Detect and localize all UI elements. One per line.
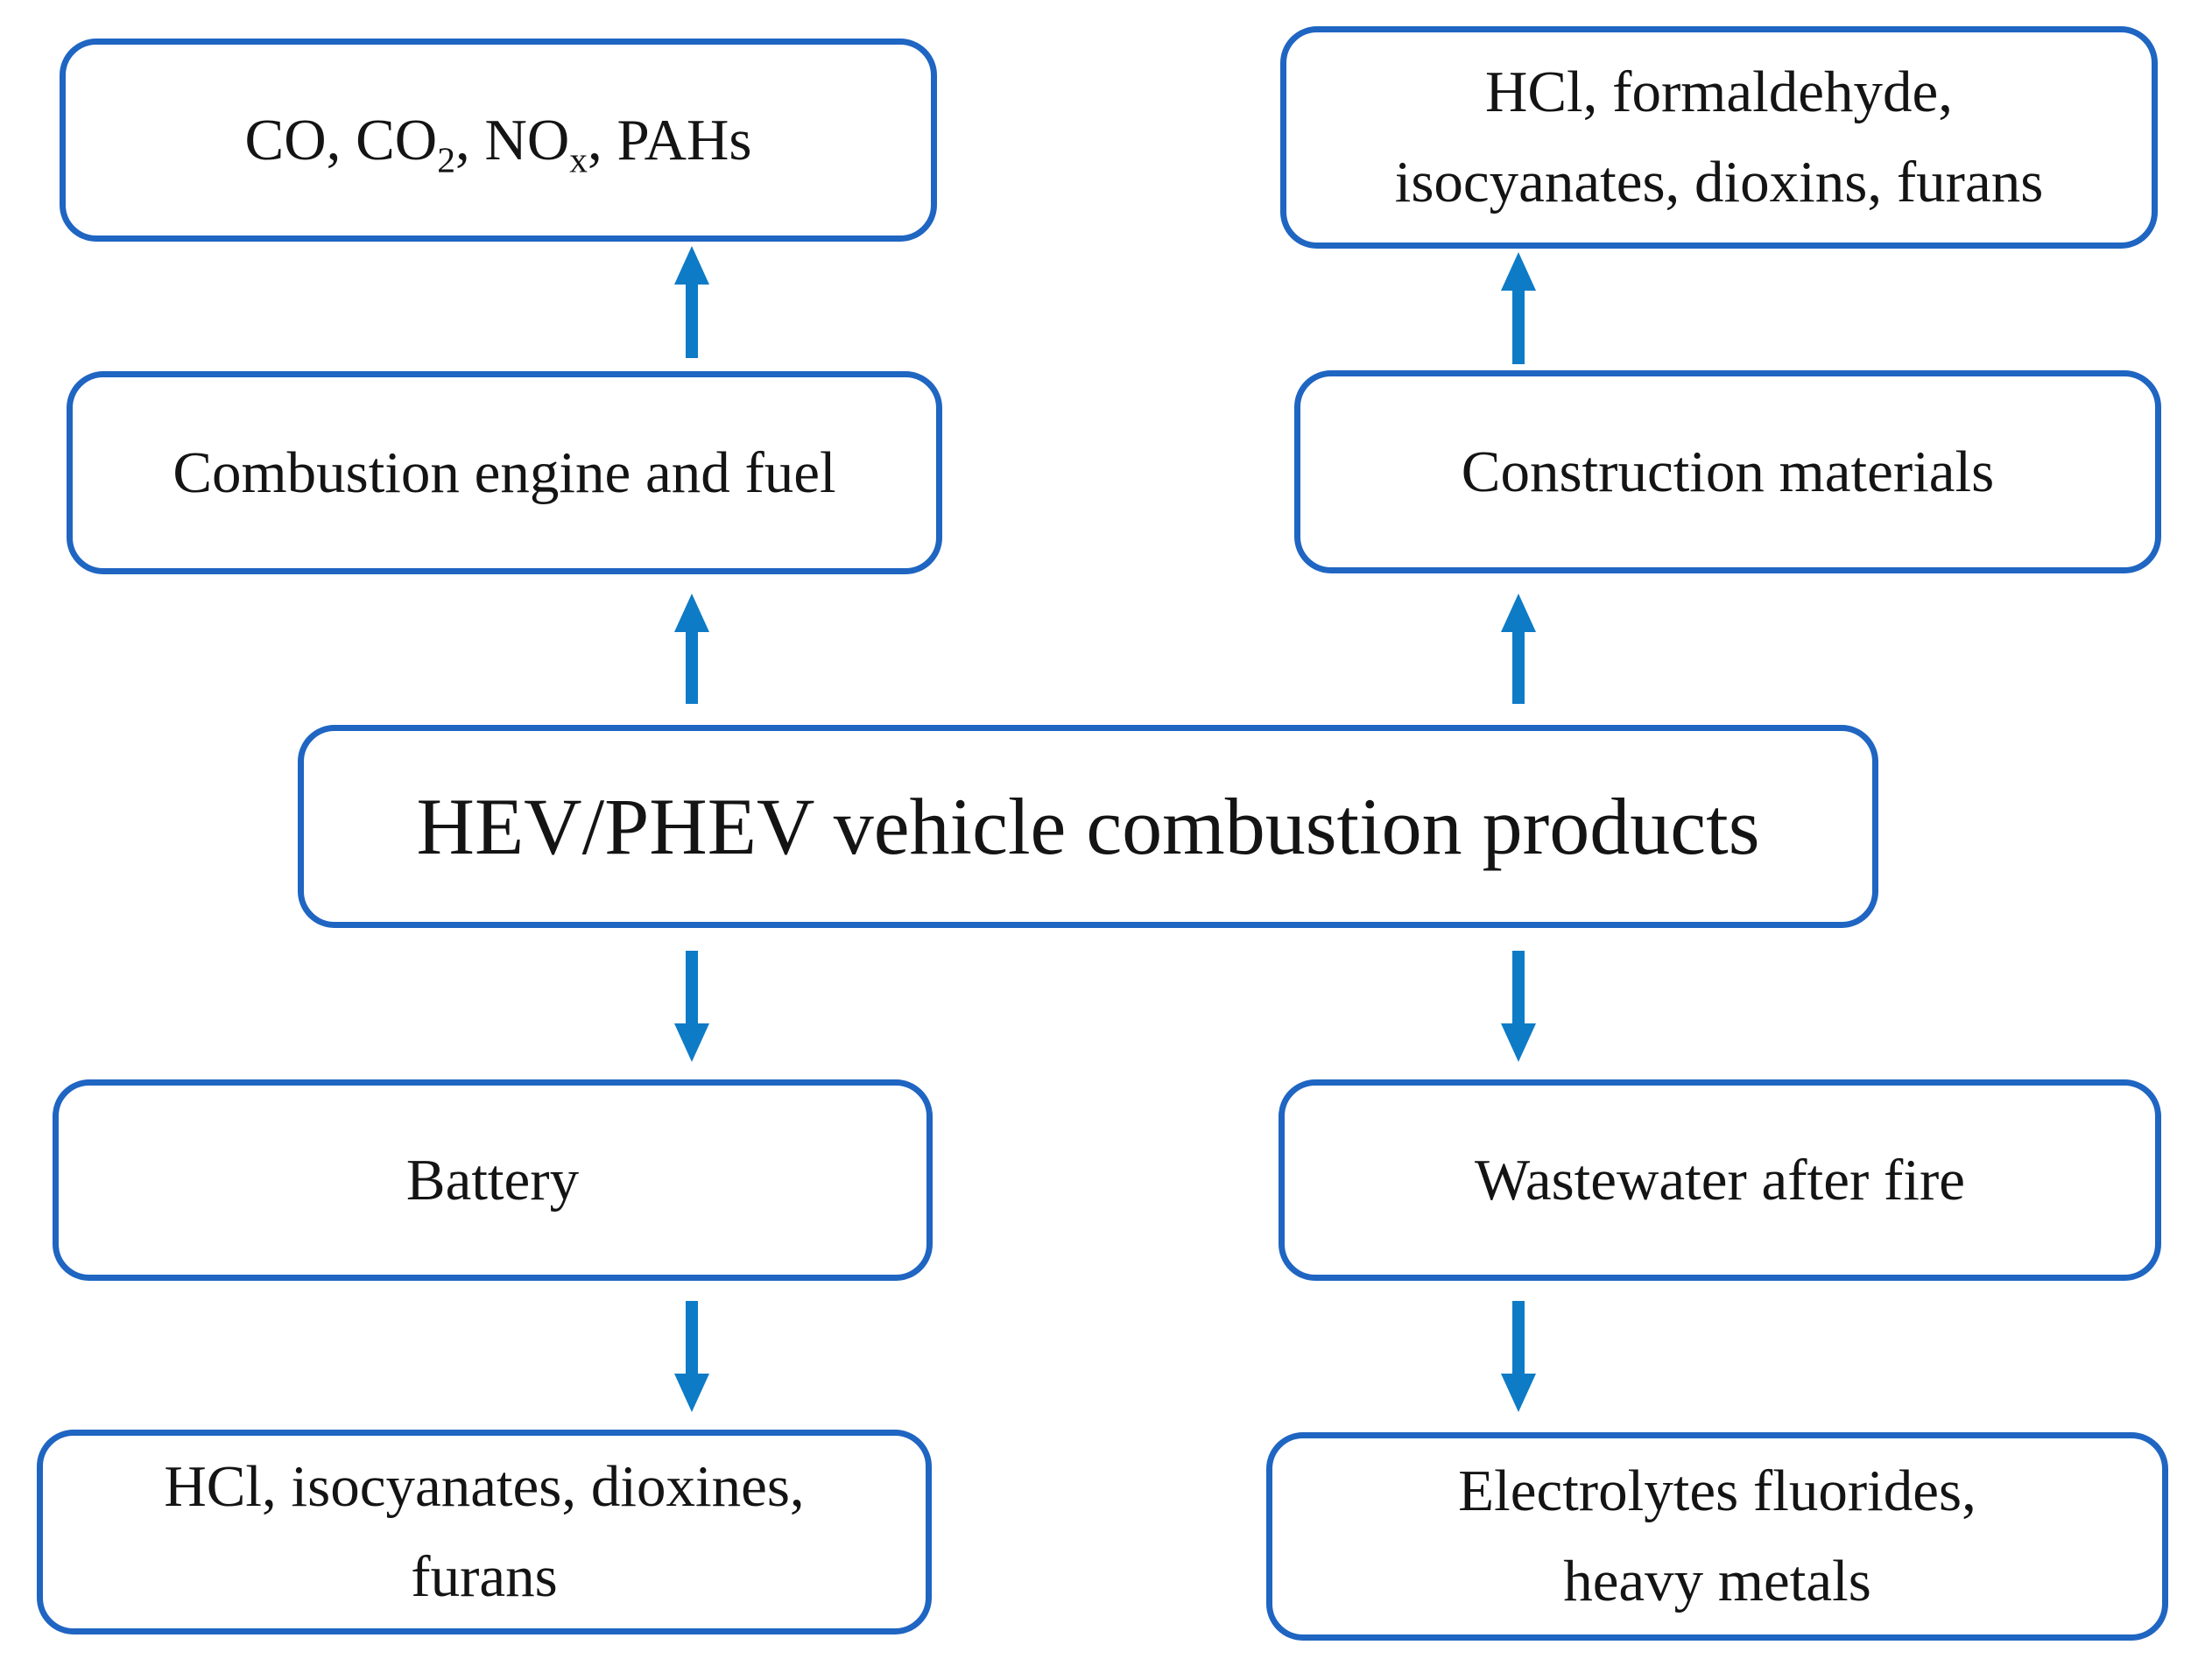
arrow-shaft	[1512, 1301, 1525, 1374]
down-arrowhead-icon	[674, 1023, 709, 1062]
arrow-center-to-battery	[674, 951, 709, 1062]
box-engine-emissions-label: CO, CO2, NOx, PAHs	[245, 95, 752, 186]
box-construction-materials: Construction materials	[1294, 370, 2161, 573]
box-combustion-engine-label: Combustion engine and fuel	[173, 439, 836, 505]
arrow-shaft	[1512, 951, 1525, 1023]
box-construction-emissions-line2: isocyanates, dioxins, furans	[1394, 150, 2044, 214]
up-arrowhead-icon	[674, 246, 709, 285]
arrow-center-to-wastewater	[1501, 951, 1536, 1062]
down-arrowhead-icon	[1501, 1374, 1536, 1412]
box-wastewater-label: Wastewater after fire	[1474, 1147, 1965, 1213]
box-construction-materials-label: Construction materials	[1461, 439, 1995, 504]
box-hev-phev-center: HEV/PHEV vehicle combustion products	[298, 725, 1878, 928]
box-battery-products-line1: HCl, isocyanates, dioxines,	[164, 1454, 805, 1519]
arrow-shaft	[686, 285, 698, 358]
arrow-engine-to-emissions	[674, 246, 709, 358]
box-wastewater-products-line1: Electrolytes fluorides,	[1458, 1459, 1976, 1523]
box-wastewater-products-line2: heavy metals	[1563, 1549, 1871, 1613]
arrow-shaft	[1512, 291, 1525, 364]
box-battery-products: HCl, isocyanates, dioxines, furans	[37, 1430, 932, 1634]
up-arrowhead-icon	[1501, 252, 1536, 291]
box-battery-products-line2: furans	[411, 1544, 558, 1609]
down-arrowhead-icon	[674, 1374, 709, 1412]
box-battery: Battery	[53, 1079, 933, 1281]
label-segment: , NO	[454, 107, 570, 172]
box-construction-emissions: HCl, formaldehyde, isocyanates, dioxins,…	[1280, 26, 2158, 249]
label-segment: CO, CO	[244, 107, 438, 172]
box-construction-emissions-line1: HCl, formaldehyde,	[1484, 60, 1953, 124]
arrow-battery-to-products	[674, 1301, 709, 1412]
arrow-shaft	[686, 1301, 698, 1374]
subscript-x: x	[569, 138, 588, 179]
box-engine-emissions: CO, CO2, NOx, PAHs	[60, 39, 937, 242]
up-arrowhead-icon	[674, 594, 709, 632]
subscript-2: 2	[437, 138, 455, 179]
box-wastewater-products: Electrolytes fluorides, heavy metals	[1266, 1432, 2168, 1641]
down-arrowhead-icon	[1501, 1023, 1536, 1062]
box-wastewater: Wastewater after fire	[1279, 1079, 2161, 1281]
box-hev-phev-label: HEV/PHEV vehicle combustion products	[416, 782, 1760, 871]
arrow-shaft	[686, 632, 698, 704]
arrow-shaft	[1512, 632, 1525, 704]
label-segment: , PAHs	[588, 107, 752, 172]
arrow-construction-to-emissions	[1501, 252, 1536, 364]
arrow-wastewater-to-products	[1501, 1301, 1536, 1412]
arrow-center-to-construction	[1501, 594, 1536, 704]
arrow-shaft	[686, 951, 698, 1023]
box-combustion-engine: Combustion engine and fuel	[67, 371, 942, 574]
box-battery-label: Battery	[405, 1147, 580, 1213]
up-arrowhead-icon	[1501, 594, 1536, 632]
arrow-center-to-engine	[674, 594, 709, 704]
